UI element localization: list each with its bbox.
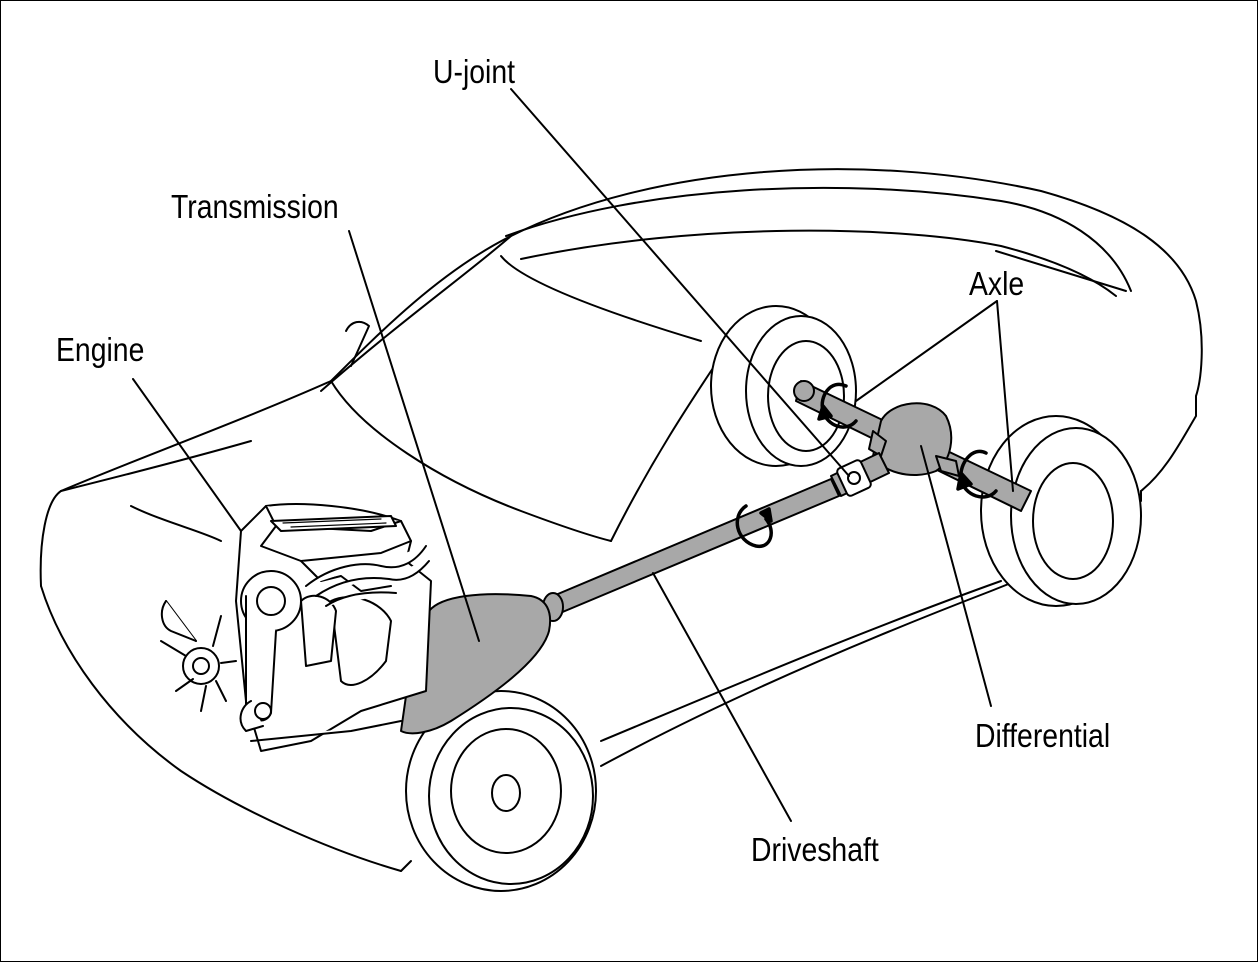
label-ujoint: U-joint bbox=[433, 53, 516, 90]
leader-axle-left bbox=[855, 300, 998, 402]
label-driveshaft: Driveshaft bbox=[751, 831, 879, 868]
rear-left-wheel bbox=[710, 305, 857, 467]
leader-ujoint bbox=[510, 88, 850, 477]
label-differential: Differential bbox=[975, 717, 1111, 754]
ujoint-part bbox=[836, 459, 872, 497]
rotation-arrow-icon bbox=[735, 504, 773, 548]
leader-differential bbox=[920, 445, 992, 707]
label-axle: Axle bbox=[969, 265, 1025, 302]
rear-right-wheel bbox=[980, 415, 1142, 607]
leader-axle-right bbox=[996, 300, 1014, 492]
leader-engine bbox=[132, 378, 242, 532]
leader-transmission bbox=[348, 230, 480, 642]
label-transmission: Transmission bbox=[171, 188, 339, 225]
transmission-case bbox=[400, 593, 551, 735]
leader-driveshaft bbox=[652, 572, 792, 822]
front-right-wheel bbox=[405, 690, 597, 892]
engine-block bbox=[160, 503, 432, 752]
car-body bbox=[39, 168, 1203, 872]
leader-lines bbox=[132, 88, 1014, 822]
rotation-arrows bbox=[735, 382, 998, 548]
differential-housing bbox=[868, 402, 960, 477]
label-engine: Engine bbox=[56, 331, 145, 368]
